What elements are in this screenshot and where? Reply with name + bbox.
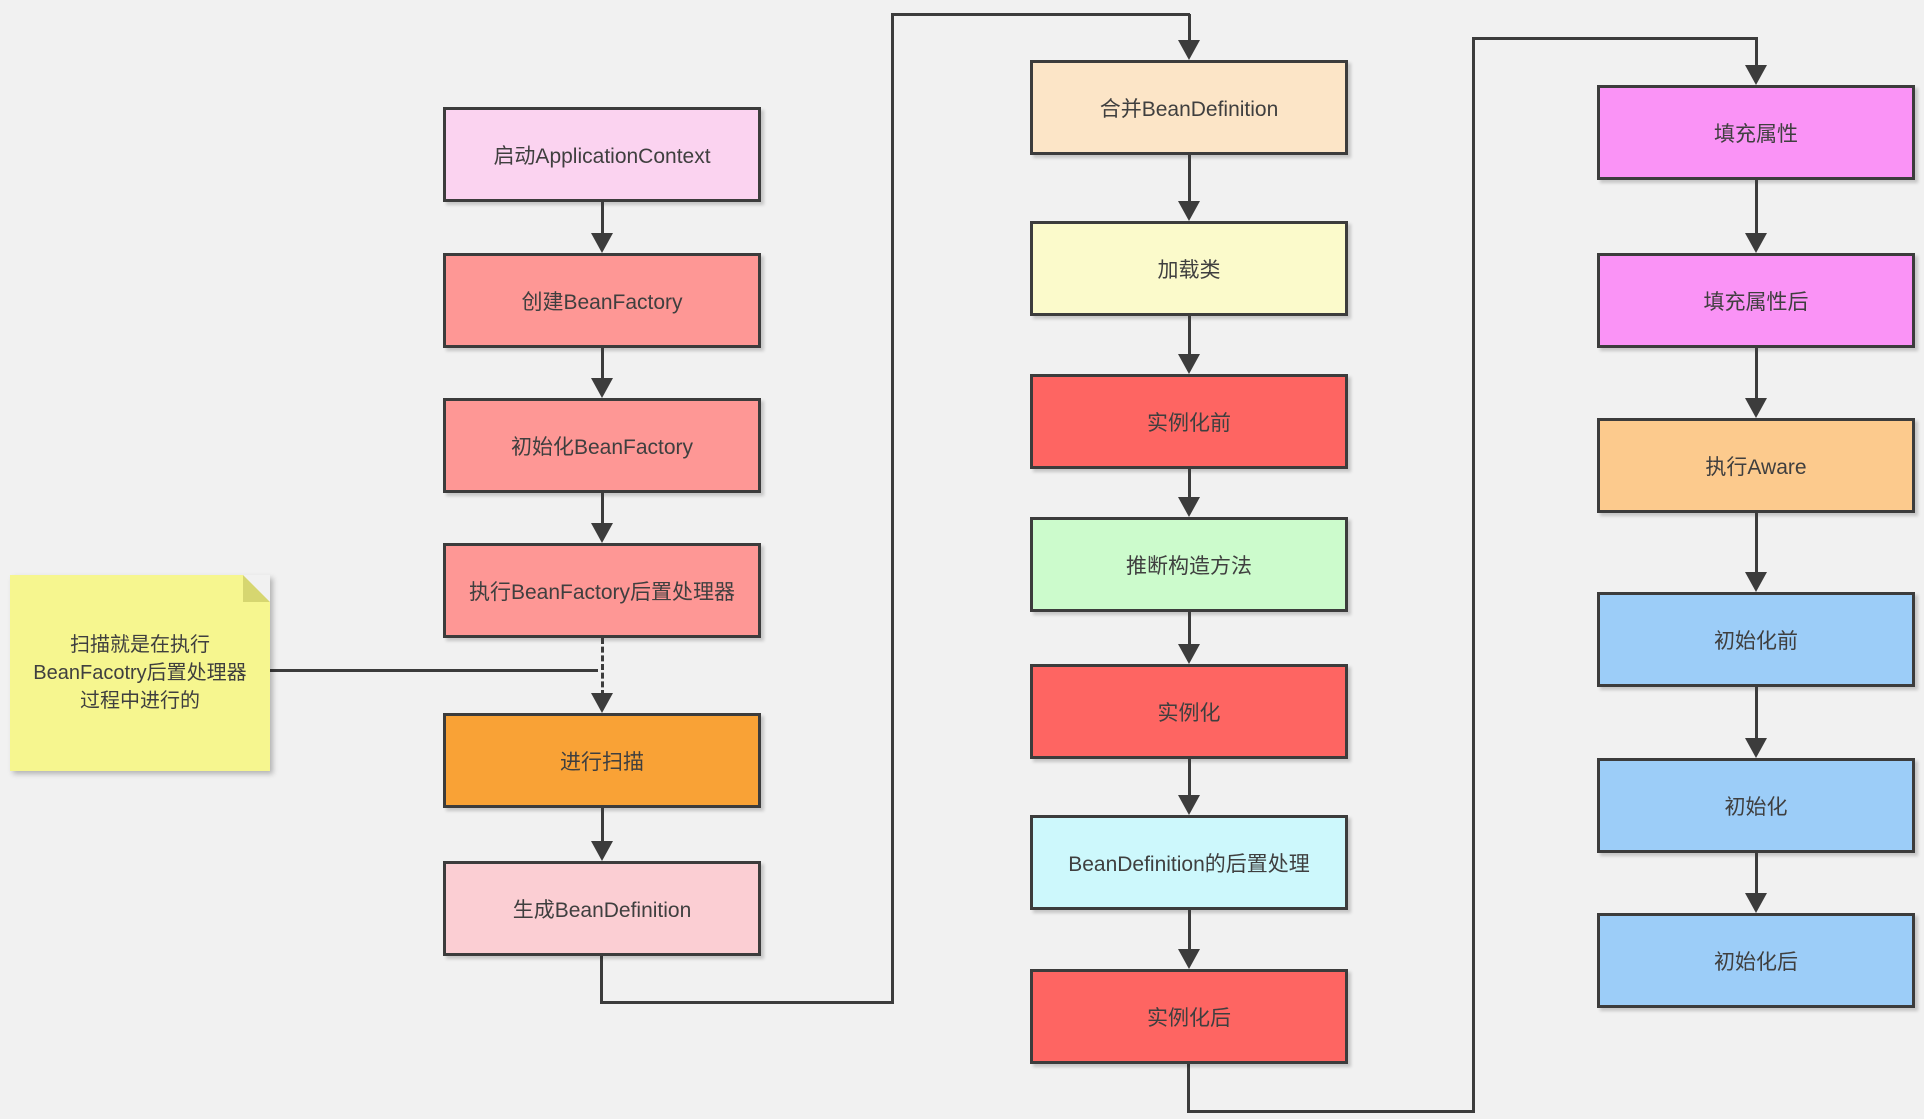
node-beandefinition-postprocess: BeanDefinition的后置处理 bbox=[1030, 815, 1348, 910]
node-initialization: 初始化 bbox=[1597, 758, 1915, 853]
note-connector-line bbox=[270, 669, 598, 672]
sticky-note: 扫描就是在执行 BeanFacotry后置处理器 过程中进行的 bbox=[10, 575, 270, 771]
connector-col1-col2 bbox=[600, 956, 603, 1004]
arrow-down bbox=[591, 493, 613, 543]
node-start-applicationcontext: 启动ApplicationContext bbox=[443, 107, 761, 202]
arrow-down bbox=[1178, 759, 1200, 815]
note-fold-corner bbox=[243, 575, 270, 602]
node-after-initialization: 初始化后 bbox=[1597, 913, 1915, 1008]
node-beanfactory-postprocessor: 执行BeanFactory后置处理器 bbox=[443, 543, 761, 638]
node-after-fill-properties: 填充属性后 bbox=[1597, 253, 1915, 348]
connector-col1-col2 bbox=[891, 13, 894, 1004]
connector-col2-col3 bbox=[1472, 37, 1475, 1113]
node-load-class: 加载类 bbox=[1030, 221, 1348, 316]
node-before-initialization: 初始化前 bbox=[1597, 592, 1915, 687]
arrow-down bbox=[1745, 180, 1767, 253]
arrow-down bbox=[1178, 469, 1200, 517]
node-execute-aware: 执行Aware bbox=[1597, 418, 1915, 513]
note-line: 过程中进行的 bbox=[80, 690, 200, 712]
node-instantiation: 实例化 bbox=[1030, 664, 1348, 759]
note-line: 扫描就是在执行 bbox=[70, 634, 210, 656]
node-create-beanfactory: 创建BeanFactory bbox=[443, 253, 761, 348]
arrow-down bbox=[1178, 316, 1200, 374]
arrow-down bbox=[591, 348, 613, 398]
connector-col1-col2 bbox=[891, 13, 1190, 16]
node-fill-properties: 填充属性 bbox=[1597, 85, 1915, 180]
node-init-beanfactory: 初始化BeanFactory bbox=[443, 398, 761, 493]
arrow-down bbox=[591, 202, 613, 253]
arrow-down bbox=[1745, 687, 1767, 758]
node-after-instantiation: 实例化后 bbox=[1030, 969, 1348, 1064]
connector-col2-col3 bbox=[1472, 37, 1758, 40]
arrow-down bbox=[1745, 853, 1767, 913]
node-infer-constructor: 推断构造方法 bbox=[1030, 517, 1348, 612]
connector-col1-col2 bbox=[600, 1001, 894, 1004]
arrow-down bbox=[1178, 612, 1200, 664]
connector-col2-col3 bbox=[1187, 1110, 1475, 1113]
note-line: BeanFacotry后置处理器 bbox=[33, 662, 247, 684]
node-merge-beandefinition: 合并BeanDefinition bbox=[1030, 60, 1348, 155]
node-do-scan: 进行扫描 bbox=[443, 713, 761, 808]
arrow-down bbox=[1178, 910, 1200, 969]
arrow-down bbox=[591, 808, 613, 861]
arrow-down bbox=[1745, 513, 1767, 592]
node-before-instantiation: 实例化前 bbox=[1030, 374, 1348, 469]
connector-col2-col3 bbox=[1187, 1064, 1190, 1112]
arrow-down bbox=[1178, 155, 1200, 221]
arrow-down bbox=[1745, 348, 1767, 418]
arrow-into-fill-properties bbox=[1745, 38, 1767, 85]
arrow-into-merge-beandefinition bbox=[1178, 14, 1200, 60]
node-generate-beandefinition: 生成BeanDefinition bbox=[443, 861, 761, 956]
arrow-down-dashed bbox=[591, 638, 613, 713]
